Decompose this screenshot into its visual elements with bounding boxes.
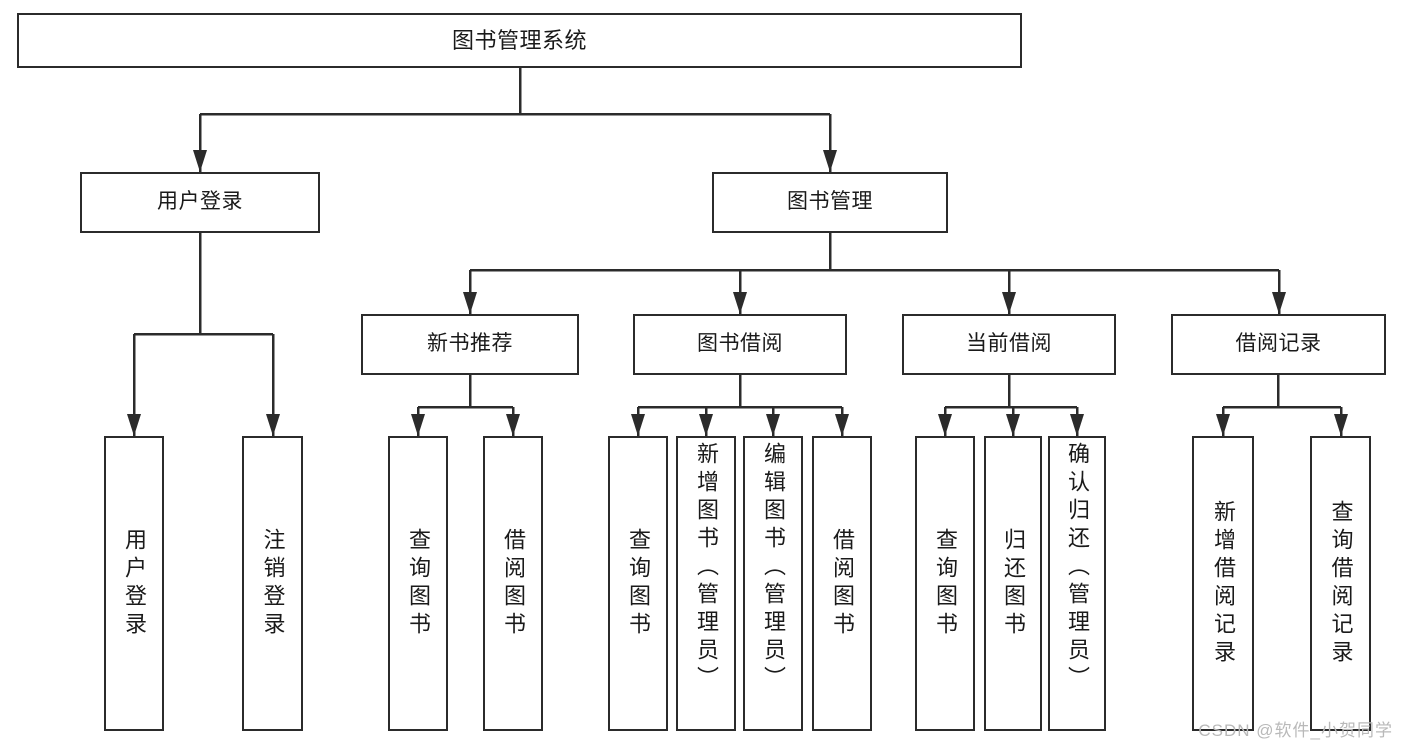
node-label: 编辑图书（管理员）	[761, 442, 786, 694]
connector-arrowhead	[631, 414, 645, 436]
node-l3_3[interactable]: 借阅记录	[1171, 314, 1386, 375]
node-leaf_9[interactable]: 归还图书	[984, 436, 1042, 731]
node-l3_1[interactable]: 图书借阅	[633, 314, 847, 375]
node-label: 查询图书	[406, 527, 431, 640]
node-label: 查询借阅记录	[1328, 499, 1354, 668]
node-leaf_0[interactable]: 用户登录	[104, 436, 164, 731]
node-l3_2[interactable]: 当前借阅	[902, 314, 1116, 375]
node-label: 新增借阅记录	[1211, 499, 1236, 668]
node-label: 用户登录	[157, 190, 243, 214]
node-leaf_2[interactable]: 查询图书	[388, 436, 448, 731]
node-label: 注销登录	[260, 527, 286, 640]
node-label: 图书管理	[787, 190, 873, 214]
connector-arrowhead	[699, 414, 713, 436]
node-leaf_4[interactable]: 查询图书	[608, 436, 668, 731]
node-leaf_6[interactable]: 编辑图书（管理员）	[743, 436, 803, 731]
connector-arrowhead	[411, 414, 425, 436]
node-l3_0[interactable]: 新书推荐	[361, 314, 579, 375]
node-label: 图书借阅	[697, 332, 783, 356]
node-label: 借阅记录	[1235, 332, 1322, 356]
node-label: 新书推荐	[427, 332, 513, 356]
node-l2_0[interactable]: 用户登录	[80, 172, 320, 233]
connector-arrowhead	[266, 414, 280, 436]
connector-arrowhead	[127, 414, 141, 436]
connector-arrowhead	[193, 150, 207, 172]
node-leaf_11[interactable]: 新增借阅记录	[1192, 436, 1254, 731]
connector-arrowhead	[1002, 292, 1016, 314]
node-leaf_8[interactable]: 查询图书	[915, 436, 975, 731]
connector-arrowhead	[766, 414, 780, 436]
connector-arrowhead	[506, 414, 520, 436]
node-leaf_3[interactable]: 借阅图书	[483, 436, 543, 731]
node-leaf_5[interactable]: 新增图书（管理员）	[676, 436, 736, 731]
node-leaf_1[interactable]: 注销登录	[242, 436, 303, 731]
connector-arrowhead	[1006, 414, 1020, 436]
connector-arrowhead	[1272, 292, 1286, 314]
node-label: 借阅图书	[830, 527, 855, 640]
node-leaf_12[interactable]: 查询借阅记录	[1310, 436, 1371, 731]
node-root[interactable]: 图书管理系统	[17, 13, 1022, 68]
node-label: 确认归还（管理员）	[1065, 442, 1090, 694]
node-label: 新增图书（管理员）	[694, 442, 719, 694]
connector-arrowhead	[1216, 414, 1230, 436]
connector-arrowhead	[733, 292, 747, 314]
node-label: 查询图书	[626, 527, 651, 640]
connector-arrowhead	[1334, 414, 1348, 436]
node-label: 归还图书	[1001, 527, 1026, 640]
node-leaf_10[interactable]: 确认归还（管理员）	[1048, 436, 1106, 731]
node-label: 用户登录	[122, 527, 147, 640]
node-label: 查询图书	[933, 527, 958, 640]
node-label: 图书管理系统	[451, 27, 587, 53]
node-leaf_7[interactable]: 借阅图书	[812, 436, 872, 731]
connector-arrowhead	[463, 292, 477, 314]
node-l2_1[interactable]: 图书管理	[712, 172, 948, 233]
node-label: 借阅图书	[501, 527, 526, 640]
connector-arrowhead	[823, 150, 837, 172]
connector-arrowhead	[835, 414, 849, 436]
connector-arrowhead	[938, 414, 952, 436]
node-label: 当前借阅	[966, 332, 1052, 356]
csdn-watermark: CSDN @软件_小贺同学	[1198, 721, 1393, 740]
connector-arrowhead	[1070, 414, 1084, 436]
